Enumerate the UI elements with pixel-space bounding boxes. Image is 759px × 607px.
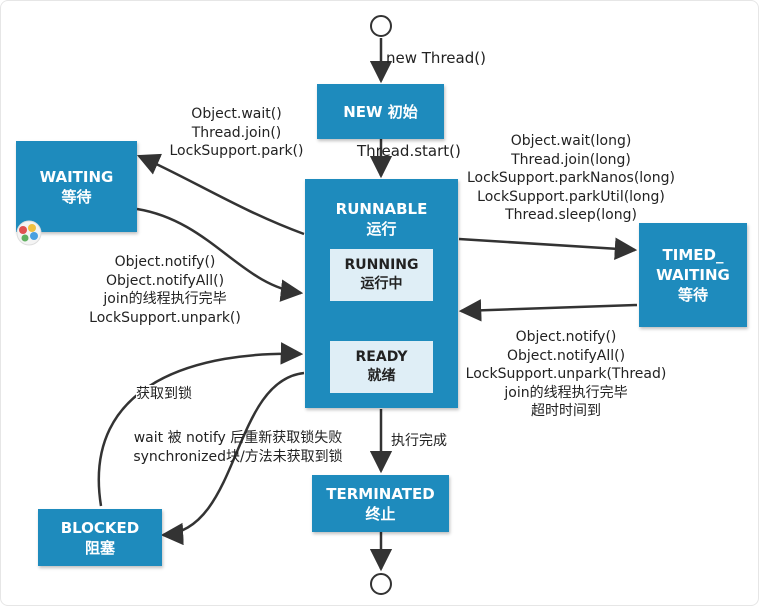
sticker-icon	[16, 220, 42, 246]
state-runnable-label-en: RUNNABLE	[335, 200, 428, 218]
state-runnable-label-cn: 运行	[366, 220, 397, 238]
arrow-timed-runnable	[458, 299, 638, 322]
state-new: NEW 初始	[317, 84, 444, 139]
state-running-label-cn: 运行中	[360, 276, 403, 292]
label-thread-start: Thread.start()	[357, 142, 461, 160]
label-to-blocked: wait 被 notify 后重新获取锁失败 synchronized块/方法未…	[133, 430, 343, 465]
state-terminated: TERMINATED 终止	[312, 475, 449, 532]
state-timed-waiting: TIMED_ WAITING 等待	[639, 223, 747, 327]
state-blocked: BLOCKED 阻塞	[38, 509, 162, 566]
arrow-runnable-blocked	[160, 371, 305, 546]
label-to-timed-waiting: Object.wait(long) Thread.join(long) Lock…	[467, 133, 675, 223]
state-timed-waiting-label-2: WAITING	[656, 266, 730, 284]
end-node	[370, 573, 392, 595]
label-from-timed-waiting: Object.notify() Object.notifyAll() LockS…	[465, 329, 667, 419]
state-ready: READY 就绪	[330, 341, 433, 393]
state-terminated-label-cn: 终止	[365, 504, 396, 523]
start-node	[370, 15, 392, 37]
arrow-runnable-waiting	[136, 153, 305, 236]
state-blocked-label-cn: 阻塞	[84, 538, 115, 557]
state-new-label: NEW 初始	[343, 102, 418, 121]
label-to-waiting: Object.wait() Thread.join() LockSupport.…	[169, 106, 304, 159]
label-new-thread: new Thread()	[386, 49, 486, 67]
arrow-waiting-runnable	[136, 207, 304, 302]
state-timed-waiting-label-1: TIMED_	[662, 246, 724, 264]
state-waiting-label-cn: 等待	[61, 187, 92, 206]
state-running: RUNNING 运行中	[330, 249, 433, 301]
state-running-label-en: RUNNING	[344, 257, 419, 273]
arrow-blocked-runnable	[97, 342, 304, 507]
state-ready-label-en: READY	[355, 349, 408, 365]
state-blocked-label-en: BLOCKED	[60, 518, 140, 537]
label-finish: 执行完成	[391, 432, 447, 451]
label-from-waiting: Object.notify() Object.notifyAll() join的…	[89, 254, 241, 326]
state-ready-label-cn: 就绪	[367, 368, 396, 384]
state-waiting: WAITING 等待	[16, 141, 137, 232]
label-acquire-lock: 获取到锁	[136, 385, 192, 404]
arrow-runnable-timed	[458, 237, 638, 260]
state-waiting-label-en: WAITING	[39, 167, 114, 186]
state-terminated-label-en: TERMINATED	[326, 484, 435, 503]
state-timed-waiting-label-cn: 等待	[677, 286, 708, 304]
